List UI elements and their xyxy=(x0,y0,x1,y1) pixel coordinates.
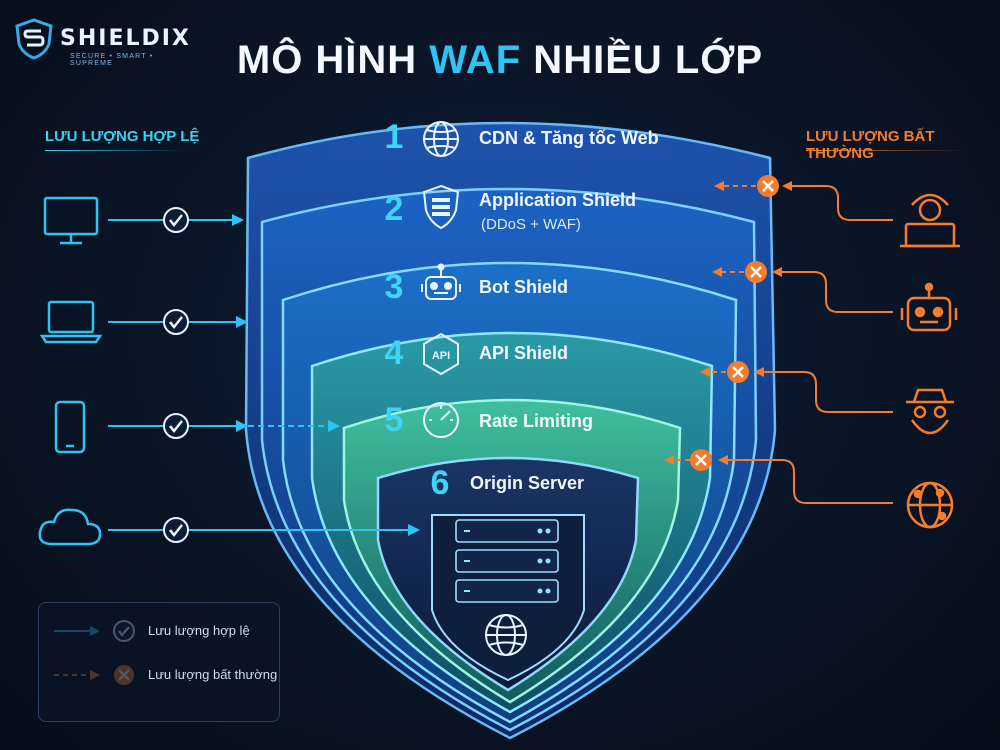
check-icon xyxy=(163,517,189,543)
block-x-icon xyxy=(745,261,767,283)
layer-6-number: 6 xyxy=(430,464,450,502)
layer-4-label: API Shield xyxy=(479,343,569,363)
server-globe-icon xyxy=(485,614,527,656)
check-icon xyxy=(163,413,189,439)
shield-logo-icon xyxy=(15,18,53,60)
legit-traffic-heading: LƯU LƯỢNG HỢP LỆ xyxy=(45,128,200,145)
block-x-icon xyxy=(757,175,779,197)
blocked-dashed-arrows xyxy=(664,181,756,465)
bot-icon xyxy=(900,282,958,332)
abnormal-heading-underline xyxy=(806,150,966,151)
legend-bad-label: Lưu lượng bất thường xyxy=(148,667,278,682)
check-icon xyxy=(163,309,189,335)
laptop-icon xyxy=(39,300,103,344)
hacker-icon xyxy=(900,193,960,248)
robot-icon xyxy=(421,263,461,300)
layer-5-number: 5 xyxy=(384,401,404,439)
legend-legit-label: Lưu lượng hợp lệ xyxy=(148,623,250,638)
firewall-shield-icon xyxy=(422,184,460,230)
desktop-icon xyxy=(43,196,99,245)
layer-2-sublabel: (DDoS + WAF) xyxy=(481,216,581,233)
layer-3-label: Bot Shield xyxy=(479,277,568,297)
spy-icon xyxy=(906,388,954,435)
legend xyxy=(38,602,280,722)
check-icon xyxy=(163,207,189,233)
server-icon xyxy=(431,514,585,682)
brand-logo: SHIELDIX SECURE • SMART • SUPREME xyxy=(14,18,189,68)
layer-1-label: CDN & Tăng tốc Web xyxy=(479,128,659,148)
brand-name: SHIELDIX xyxy=(60,26,191,51)
botnet-globe-icon xyxy=(906,481,954,529)
layer-4-number: 4 xyxy=(384,334,404,372)
api-hexagon-icon: API xyxy=(423,332,459,376)
threat-arrows xyxy=(726,185,893,504)
title-suffix: NHIỀU LỚP xyxy=(521,38,764,82)
layer-2-number: 2 xyxy=(384,190,404,228)
check-circles xyxy=(163,207,189,543)
layer-5-label: Rate Limiting xyxy=(479,411,594,431)
title-highlight: WAF xyxy=(429,38,522,82)
globe-icon xyxy=(423,121,459,157)
title-prefix: MÔ HÌNH xyxy=(236,38,430,82)
api-icon-text: API xyxy=(432,350,450,362)
page-title: MÔ HÌNH WAF NHIỀU LỚP xyxy=(0,38,1000,83)
smartphone-icon xyxy=(54,400,86,454)
layer-3-number: 3 xyxy=(384,268,404,306)
layer-1-number: 1 xyxy=(384,118,404,156)
threat-arrowheads xyxy=(718,181,792,465)
legit-heading-underline xyxy=(45,150,185,151)
abnormal-traffic-heading: LƯU LƯỢNG BẤT THƯỜNG xyxy=(806,128,935,162)
brand-tagline: SECURE • SMART • SUPREME xyxy=(70,53,154,67)
layer-2-label: Application Shield xyxy=(479,190,637,210)
block-circles xyxy=(690,175,779,471)
layer-6-label: Origin Server xyxy=(470,473,585,493)
block-x-icon xyxy=(727,361,749,383)
block-x-icon xyxy=(690,449,712,471)
gauge-icon xyxy=(423,402,459,438)
cloud-icon xyxy=(38,508,102,546)
